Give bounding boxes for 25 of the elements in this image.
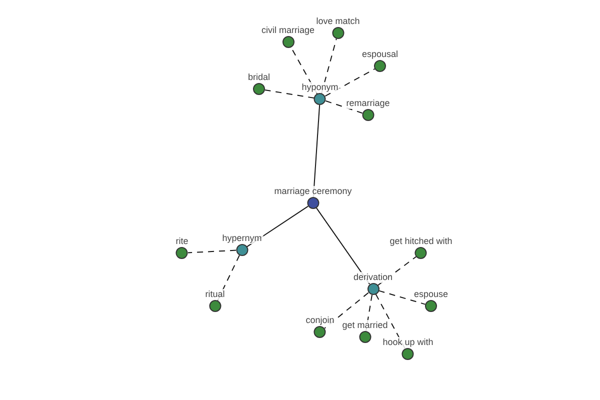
node-label: derivation (352, 272, 394, 283)
node-label: rite (174, 236, 190, 247)
dashed-connector (377, 256, 417, 286)
node-label: get married (341, 320, 389, 331)
dashed-connector (324, 292, 369, 329)
node-label: remarriage (345, 98, 391, 109)
node-label: get hitched with (388, 236, 454, 247)
dashed-connector (188, 250, 236, 254)
dashed-connector (325, 100, 363, 114)
connector-line (316, 207, 370, 285)
node-label: conjoin (304, 315, 336, 326)
node-label: espousal (360, 49, 400, 60)
node-label: hyponym (300, 82, 340, 93)
node-label: civil marriage (260, 25, 316, 36)
node-label: hook up with (382, 337, 434, 348)
node-label: love match (315, 16, 361, 27)
dashed-connector (217, 254, 240, 302)
dashed-connector (324, 68, 376, 97)
node-label: marriage ceremony (273, 186, 353, 197)
node-label: bridal (247, 72, 271, 83)
node-label: ritual (204, 289, 226, 300)
dashed-connector (264, 89, 315, 99)
dashed-connector (378, 290, 426, 305)
node-label: hypernym (221, 233, 263, 244)
node-label: espouse (412, 289, 450, 300)
